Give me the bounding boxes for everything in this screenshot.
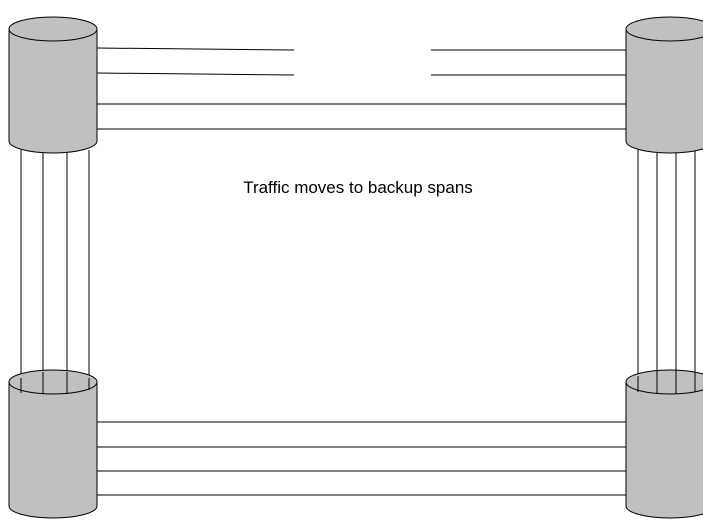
diagram-caption: Traffic moves to backup spans: [243, 178, 473, 197]
top-left-node: [8, 16, 98, 154]
top-left-node-body: [8, 28, 98, 154]
top-working-line-1-left: [96, 47, 295, 51]
bottom-right-node-top: [625, 369, 703, 395]
top-backup-span: [97, 103, 626, 130]
top-left-node-top: [8, 16, 98, 42]
bottom-spans: [97, 421, 626, 496]
top-right-node-body: [625, 28, 703, 154]
left-spans: [20, 150, 90, 385]
bottom-left-node: [8, 369, 98, 519]
right-spans: [637, 150, 696, 385]
bottom-left-node-top: [8, 369, 98, 395]
top-right-node-top: [625, 16, 703, 42]
bottom-right-node: [625, 369, 703, 519]
bottom-left-node-body: [8, 381, 98, 519]
top-right-node: [625, 16, 703, 154]
bottom-right-node-body: [625, 381, 703, 519]
top-working-span: [96, 47, 626, 76]
top-working-line-2-left: [96, 72, 295, 76]
